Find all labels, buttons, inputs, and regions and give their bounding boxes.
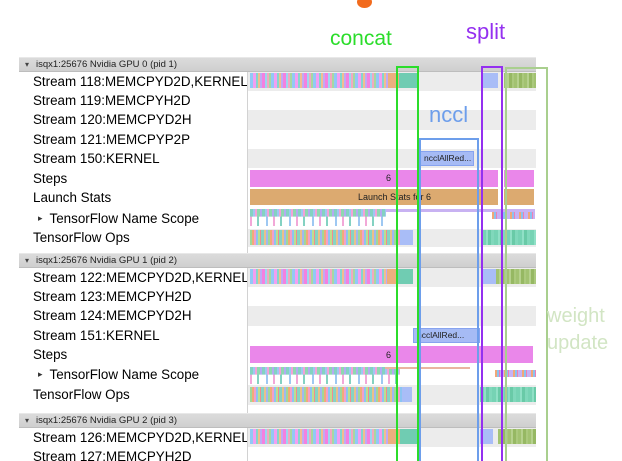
row-label-text: Stream 126:MEMCPYD2D,KERNEL,MI xyxy=(33,429,247,445)
trace-segment-tan-launch-stats-gpu0[interactable] xyxy=(504,189,534,206)
row-track-stream-120 xyxy=(248,110,536,130)
trace-segment-dense-stream-126[interactable] xyxy=(250,429,388,445)
row-label-text: Stream 119:MEMCPYH2D xyxy=(33,93,191,109)
trace-segment-dense2-tf-ops-gpu1[interactable] xyxy=(250,386,402,402)
row-label-text: Stream 123:MEMCPYH2D xyxy=(33,289,192,305)
row-label-text: Steps xyxy=(33,347,68,363)
row-label-text: TensorFlow Name Scope xyxy=(49,210,200,226)
trace-segment-magenta-steps-gpu0[interactable]: 6 xyxy=(250,169,498,187)
trace-segment-peri-stream-122[interactable] xyxy=(483,269,496,285)
row-label-text: Stream 120:MEMCPYD2H xyxy=(33,112,192,128)
segment-label: Launch Stats for 6 xyxy=(358,192,432,203)
row-label-stream-121: Stream 121:MEMCPYP2P xyxy=(33,130,190,149)
row-label-stream-126: Stream 126:MEMCPYD2D,KERNEL,MI xyxy=(33,428,247,447)
trace-segment-teal-stream-118[interactable] xyxy=(399,73,418,89)
concat-annotation-label: concat xyxy=(330,27,392,50)
trace-segment-tealstripe-tf-ops-gpu0[interactable] xyxy=(482,230,536,245)
trace-segment-peri-tf-ops-gpu0[interactable] xyxy=(400,230,413,245)
row-label-stream-124: Stream 124:MEMCPYD2H xyxy=(33,306,192,325)
row-label-stream-127: Stream 127:MEMCPYH2D xyxy=(33,447,192,461)
row-label-stream-150: Stream 150:KERNEL xyxy=(33,149,160,168)
trace-segment-ticks-tf-name-scope-gpu0[interactable] xyxy=(492,212,535,219)
trace-segment-magenta-steps-gpu0[interactable] xyxy=(504,169,534,187)
trace-segment-dense-stream-118[interactable] xyxy=(250,73,388,89)
row-label-stream-118: Stream 118:MEMCPYD2D,KERNEL,ME xyxy=(33,72,247,91)
trace-segment-tealstripe-tf-ops-gpu1[interactable] xyxy=(480,386,536,402)
row-label-text: TensorFlow Ops xyxy=(33,230,130,246)
row-label-stream-123: Stream 123:MEMCPYH2D xyxy=(33,287,192,306)
row-label-steps-gpu0: Steps xyxy=(33,169,67,188)
segment-label: 6 xyxy=(386,349,392,360)
row-label-text: Stream 121:MEMCPYP2P xyxy=(33,131,191,147)
trace-segment-peri-stream-126[interactable] xyxy=(480,429,493,445)
weight-update-annotation-label: weight update xyxy=(547,305,609,354)
trace-segment-teal-stream-122[interactable] xyxy=(397,269,413,285)
trace-segment-tan-launch-stats-gpu0[interactable]: Launch Stats for 6 xyxy=(250,189,498,206)
trace-segment-teal-stream-126[interactable] xyxy=(400,429,417,445)
trace-segment-flame-tf-name-scope-gpu0[interactable] xyxy=(250,208,386,226)
row-label-steps-gpu1: Steps xyxy=(33,345,67,364)
segment-label: 6 xyxy=(386,173,392,183)
row-label-stream-119: Stream 119:MEMCPYH2D xyxy=(33,91,191,110)
split-annotation-label: split xyxy=(466,19,506,44)
weight-update-annotation-box xyxy=(505,67,548,461)
gpu2-header[interactable]: ▾ isqx1:25676 Nvidia GPU 2 (pid 3) xyxy=(19,412,536,428)
gpu0-header[interactable]: ▾ isqx1:25676 Nvidia GPU 0 (pid 1) xyxy=(19,57,536,72)
trace-segment-dense-stream-122[interactable] xyxy=(250,269,387,285)
section-title: isqx1:25676 Nvidia GPU 1 (pid 2) xyxy=(36,254,178,266)
row-label-stream-122: Stream 122:MEMCPYD2D,KERNEL,MI xyxy=(33,268,247,287)
row-label-stream-151: Stream 151:KERNEL xyxy=(33,326,160,345)
row-label-tf-name-scope-gpu0[interactable]: ▸ TensorFlow Name Scope xyxy=(38,208,199,229)
trace-segment-hline2-tf-name-scope-gpu1[interactable] xyxy=(385,366,470,369)
row-track-stream-124 xyxy=(248,306,536,326)
trace-segment-olive-stream-126[interactable] xyxy=(498,429,536,445)
gpu1-header[interactable]: ▾ isqx1:25676 Nvidia GPU 1 (pid 2) xyxy=(19,253,536,268)
trace-segment-hline-tf-name-scope-gpu0[interactable] xyxy=(386,209,535,212)
trace-segment-ticks-tf-name-scope-gpu1[interactable] xyxy=(495,369,536,377)
row-label-text: TensorFlow Name Scope xyxy=(49,367,200,383)
trace-segment-orange-stream-122[interactable] xyxy=(387,269,397,285)
trace-segment-dense2-tf-ops-gpu0[interactable] xyxy=(250,230,400,245)
row-label-tf-name-scope-gpu1[interactable]: ▸ TensorFlow Name Scope xyxy=(38,365,199,386)
row-label-text: Stream 151:KERNEL xyxy=(33,327,160,343)
split-annotation-box xyxy=(481,66,503,461)
collapse-triangle-icon[interactable]: ▾ xyxy=(25,415,30,425)
row-label-tf-ops-gpu1: TensorFlow Ops xyxy=(33,385,130,405)
trace-segment-magenta-steps-gpu1[interactable]: 6 xyxy=(250,346,533,364)
row-label-text: Stream 127:MEMCPYH2D xyxy=(33,449,192,461)
trace-segment-peri-tf-ops-gpu1[interactable] xyxy=(402,386,412,402)
trace-segment-olive-stream-118[interactable] xyxy=(504,73,536,89)
collapse-triangle-icon[interactable]: ▾ xyxy=(25,255,30,265)
row-label-text: TensorFlow Ops xyxy=(33,387,130,403)
trace-segment-orange-stream-118[interactable] xyxy=(388,73,399,89)
section-title: isqx1:25676 Nvidia GPU 0 (pid 1) xyxy=(36,58,178,70)
trace-segment-peri-stream-118[interactable] xyxy=(483,73,498,89)
nccl-annotation-label: nccl xyxy=(429,102,469,127)
trace-segment-ncclblk-stream-151[interactable]: ncclAllRed... xyxy=(413,327,480,343)
nccl-annotation-box xyxy=(419,138,479,461)
row-label-text: Stream 122:MEMCPYD2D,KERNEL,MI xyxy=(33,269,247,285)
row-label-text: Stream 118:MEMCPYD2D,KERNEL,ME xyxy=(33,73,247,89)
trace-segment-flame-tf-name-scope-gpu1[interactable] xyxy=(250,366,400,384)
row-label-stream-120: Stream 120:MEMCPYD2H xyxy=(33,110,192,129)
row-label-text: Stream 124:MEMCPYD2H xyxy=(33,308,192,324)
expand-triangle-icon[interactable]: ▸ xyxy=(38,369,43,380)
expand-triangle-icon[interactable]: ▸ xyxy=(38,212,43,223)
section-title: isqx1:25676 Nvidia GPU 2 (pid 3) xyxy=(36,414,178,426)
row-label-text: Stream 150:KERNEL xyxy=(33,151,160,167)
cropped-orange-text-fragment xyxy=(357,0,372,8)
concat-annotation-box xyxy=(396,66,419,461)
collapse-triangle-icon[interactable]: ▾ xyxy=(25,59,30,69)
row-label-launch-stats-gpu0: Launch Stats xyxy=(33,188,111,208)
row-label-text: Launch Stats xyxy=(33,190,112,206)
row-label-text: Steps xyxy=(33,170,68,186)
row-label-tf-ops-gpu0: TensorFlow Ops xyxy=(33,229,130,248)
